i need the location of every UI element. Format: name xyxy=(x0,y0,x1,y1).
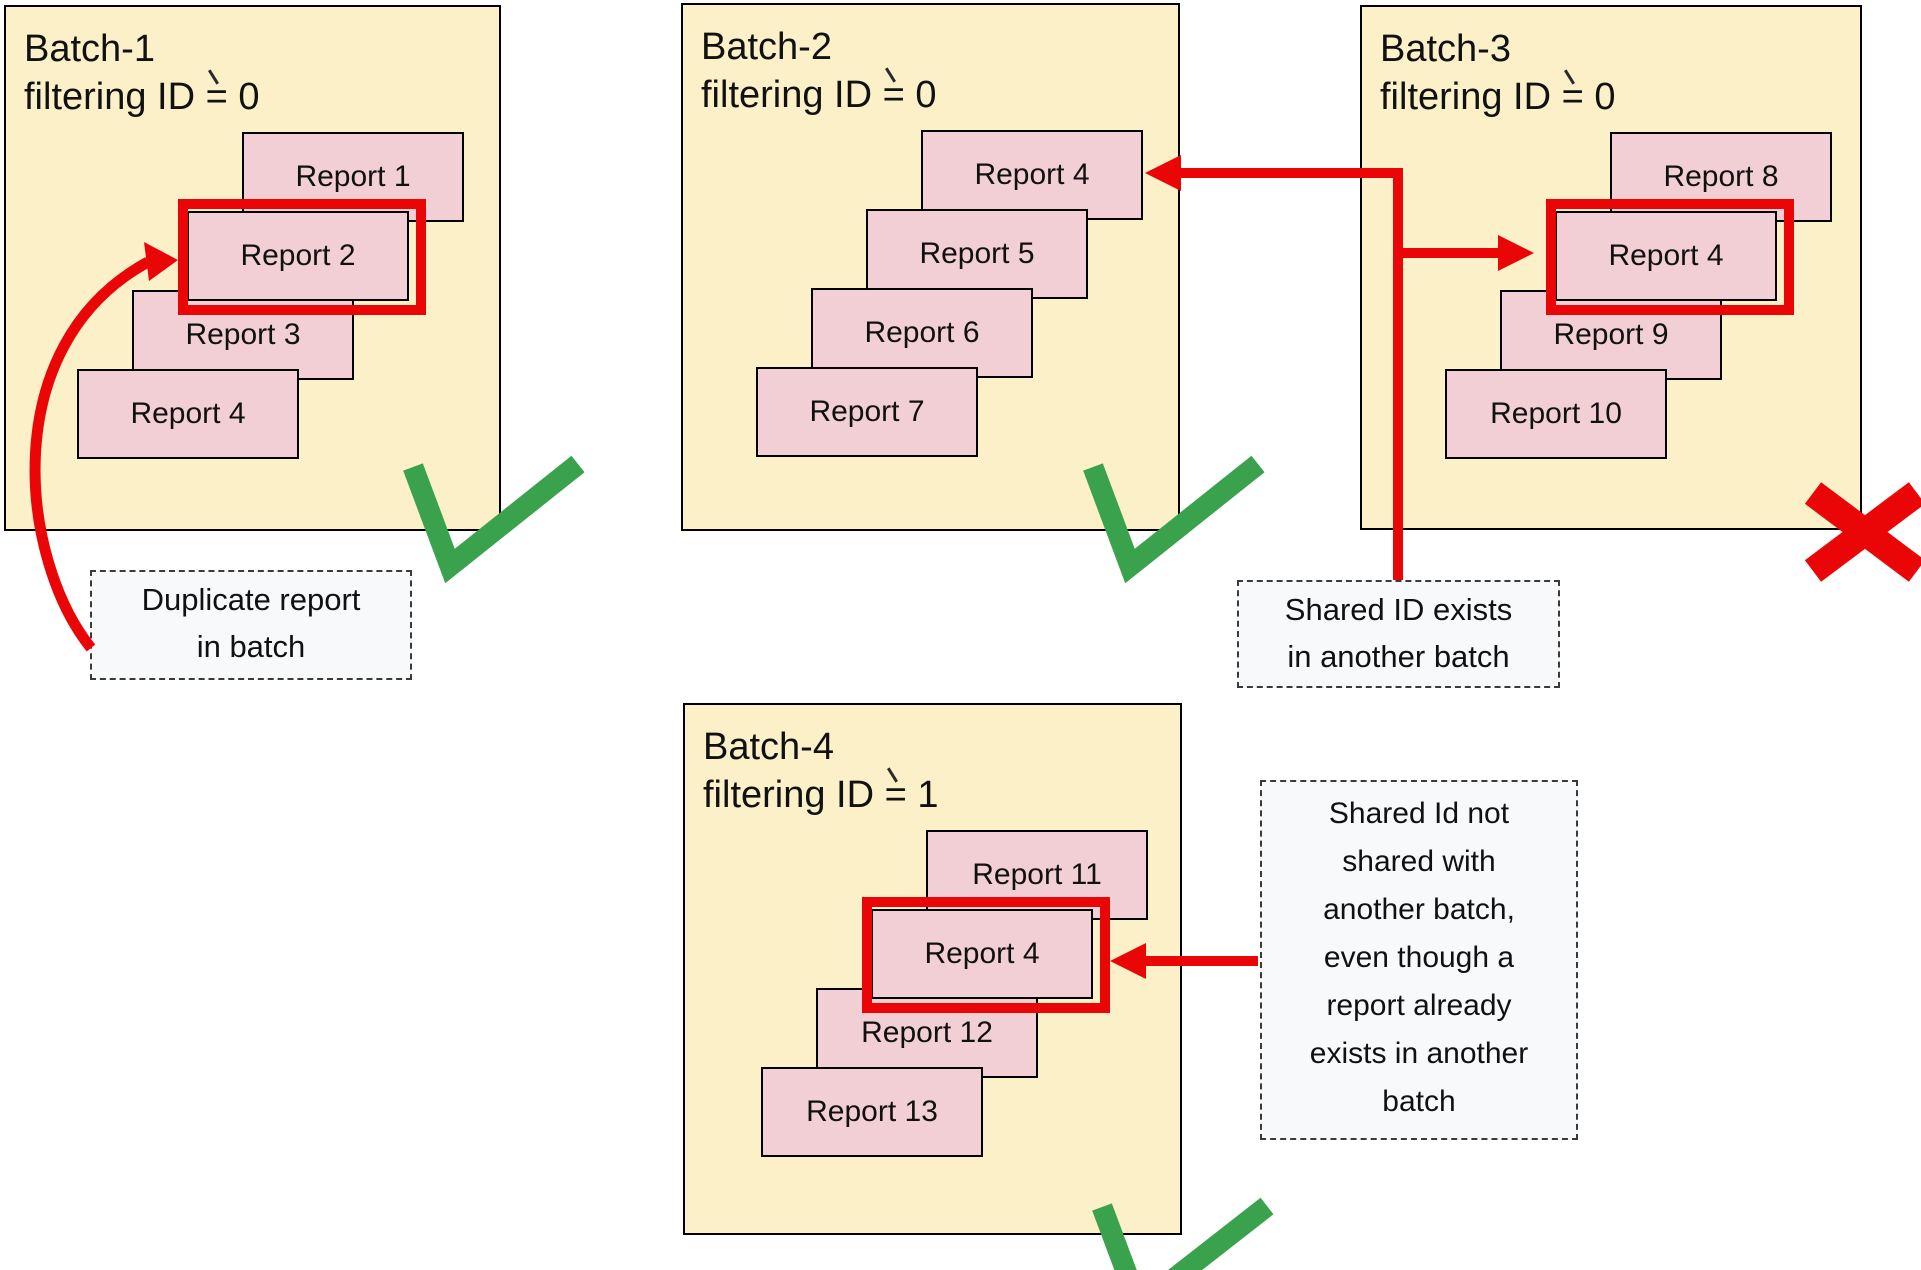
batch-1-filter-label: filtering ID = 0 xyxy=(24,76,260,118)
batch-2-filter-label: filtering ID = 0 xyxy=(701,74,937,116)
annotation-duplicate-report: Duplicate report in batch xyxy=(90,570,412,680)
report-card: Report 4 xyxy=(871,909,1093,999)
annotation-shared-id-not-shared: Shared Id not shared with another batch,… xyxy=(1260,780,1578,1140)
report-card: Report 2 xyxy=(187,211,409,301)
report-card: Report 10 xyxy=(1445,369,1667,459)
batch-1-title: Batch-1 xyxy=(24,28,155,70)
highlighted-report-frame xyxy=(178,199,426,315)
batch-2-title: Batch-2 xyxy=(701,26,832,68)
report-card: Report 5 xyxy=(866,209,1088,299)
report-card: Report 4 xyxy=(1555,211,1777,301)
batch-3-filter-label: filtering ID = 0 xyxy=(1380,76,1616,118)
highlighted-report-frame xyxy=(1546,199,1794,315)
report-card: Report 6 xyxy=(811,288,1033,378)
report-card: Report 13 xyxy=(761,1067,983,1157)
batch-4-filter-label: filtering ID = 1 xyxy=(703,774,939,816)
batch-4-title: Batch-4 xyxy=(703,726,834,768)
report-card: Report 7 xyxy=(756,367,978,457)
report-card: Report 4 xyxy=(921,130,1143,220)
report-card: Report 4 xyxy=(77,369,299,459)
batch-3-title: Batch-3 xyxy=(1380,28,1511,70)
highlighted-report-frame xyxy=(862,897,1110,1013)
annotation-shared-id-exists: Shared ID exists in another batch xyxy=(1237,580,1560,688)
